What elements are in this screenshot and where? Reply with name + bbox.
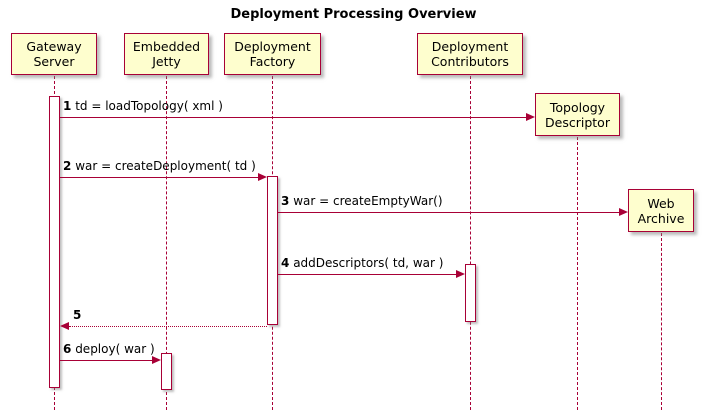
message-5-seq: 5 xyxy=(73,308,82,322)
message-2-seq: 2 xyxy=(63,159,72,173)
participant-deployment-factory[interactable]: Deployment Factory xyxy=(224,33,321,75)
activation-gateway-server xyxy=(49,96,60,388)
message-1-line xyxy=(60,117,526,118)
participant-embedded-jetty-line2: Jetty xyxy=(152,54,181,69)
message-2-label: 2 war = createDeployment( td ) xyxy=(63,160,256,173)
activation-embedded-jetty xyxy=(161,353,172,390)
message-3-text: war = createEmptyWar() xyxy=(293,194,443,208)
activation-deployment-factory xyxy=(267,176,278,325)
participant-web-archive-line1: Web xyxy=(647,195,675,211)
participant-gateway-server[interactable]: Gateway Server xyxy=(11,33,97,75)
message-5-line xyxy=(69,326,267,327)
participant-deployment-factory-line2: Factory xyxy=(249,54,296,69)
message-2-text: war = createDeployment( td ) xyxy=(75,159,256,173)
participant-web-archive-line2: Archive xyxy=(637,210,685,226)
message-3-label: 3 war = createEmptyWar() xyxy=(281,195,443,208)
message-3-seq: 3 xyxy=(281,194,290,208)
lifeline-web-archive xyxy=(661,233,662,410)
message-2-line xyxy=(60,177,258,178)
message-4-label: 4 addDescriptors( td, war ) xyxy=(281,257,443,270)
participant-deployment-factory-line1: Deployment xyxy=(234,39,311,54)
message-4-text: addDescriptors( td, war ) xyxy=(293,256,444,270)
message-1-arrowhead xyxy=(526,112,535,121)
message-5-arrowhead xyxy=(60,321,69,330)
message-3-line xyxy=(278,212,619,213)
participant-embedded-jetty-line1: Embedded xyxy=(132,39,201,54)
participant-gateway-server-line2: Server xyxy=(33,54,75,69)
message-6-text: deploy( war ) xyxy=(75,342,155,356)
message-1-text: td = loadTopology( xml ) xyxy=(75,99,223,113)
message-6-line xyxy=(60,360,152,361)
participant-topology-descriptor-line1: Topology xyxy=(549,99,606,115)
message-1-label: 1 td = loadTopology( xml ) xyxy=(63,100,223,113)
participant-embedded-jetty[interactable]: Embedded Jetty xyxy=(124,33,209,75)
message-3-arrowhead xyxy=(619,207,628,216)
message-2-arrowhead xyxy=(258,172,267,181)
diagram-title: Deployment Processing Overview xyxy=(230,7,477,22)
activation-deployment-contributors xyxy=(465,264,476,322)
message-6-label: 6 deploy( war ) xyxy=(63,343,155,356)
participant-topology-descriptor[interactable]: Topology Descriptor xyxy=(535,93,620,136)
participant-deployment-contributors[interactable]: Deployment Contributors xyxy=(417,33,523,75)
participant-web-archive[interactable]: Web Archive xyxy=(628,189,694,232)
message-4-line xyxy=(278,274,456,275)
message-4-seq: 4 xyxy=(281,256,290,270)
lifeline-embedded-jetty xyxy=(166,76,167,410)
message-1-seq: 1 xyxy=(63,99,72,113)
message-6-arrowhead xyxy=(152,355,161,364)
participant-deployment-contributors-line1: Deployment xyxy=(431,39,509,54)
participant-topology-descriptor-line2: Descriptor xyxy=(545,114,610,130)
participant-deployment-contributors-line2: Contributors xyxy=(431,54,509,69)
lifeline-deployment-contributors xyxy=(470,76,471,410)
message-6-seq: 6 xyxy=(63,342,72,356)
message-5-label: 5 xyxy=(73,309,81,322)
message-4-arrowhead xyxy=(456,269,465,278)
lifeline-topology-descriptor xyxy=(577,137,578,410)
participant-gateway-server-line1: Gateway xyxy=(26,39,82,54)
